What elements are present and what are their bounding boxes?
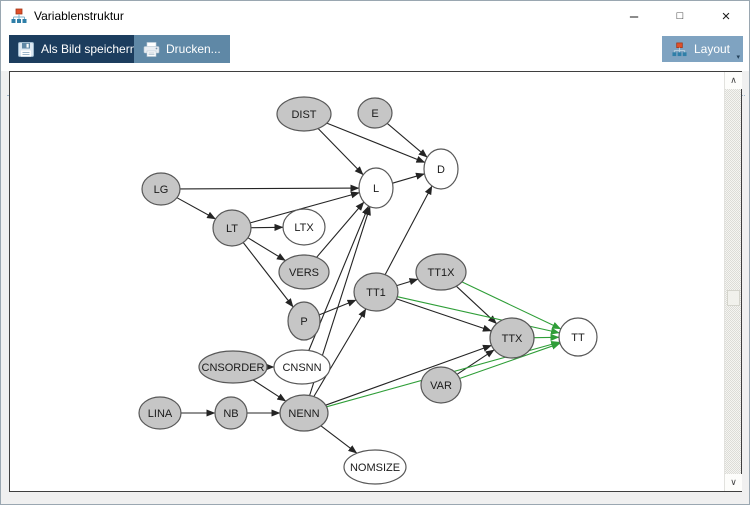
printer-icon [143, 41, 160, 57]
graph-node-TT1[interactable] [353, 272, 399, 312]
layout-hierarchy-icon [672, 42, 687, 56]
graph-node-label-E: E [371, 108, 378, 120]
graph-node-label-NENN: NENN [288, 408, 319, 420]
graph-edge-TT1-TTX [396, 298, 492, 332]
graph-edge-TT1-TT [397, 296, 560, 335]
graph-edge-NENN-TTX [325, 344, 492, 406]
minimize-button[interactable]: – [611, 1, 657, 31]
graph-node-LTX[interactable] [282, 208, 326, 246]
graph-edge-CNSORDER-NENN [252, 379, 287, 402]
layout-button[interactable]: Layout ▾ [661, 36, 743, 62]
graph-edge-LT-P [242, 242, 294, 308]
scroll-down-button[interactable]: ∨ [725, 474, 742, 491]
close-icon: × [721, 7, 731, 25]
graph-edge-LT-L [250, 191, 360, 224]
graph-node-label-LT: LT [226, 223, 238, 235]
graph-node-D[interactable] [423, 148, 459, 190]
graph-node-label-P: P [300, 316, 307, 328]
toolbar: Als Bild speichern... Drucken... Layout [1, 31, 749, 96]
maximize-icon: □ [676, 10, 684, 22]
graph-node-L[interactable] [358, 167, 394, 209]
graph-node-label-L: L [373, 183, 379, 195]
window-title: Variablenstruktur [34, 9, 124, 23]
print-button[interactable]: Drucken... [134, 35, 230, 63]
graph-edge-LT-VERS [247, 237, 286, 262]
graph-canvas[interactable]: DIST E D LG L LT LTX VERS TT1 TT1X P TTX TT CNSORDER C… [10, 72, 724, 491]
graph-node-LINA[interactable] [138, 396, 182, 430]
graph-node-label-NOMSIZE: NOMSIZE [350, 462, 400, 474]
print-label: Drucken... [166, 42, 221, 56]
scrollbar-thumb[interactable] [727, 289, 740, 306]
graph-node-label-TT1: TT1 [366, 287, 386, 299]
graph-edge-LG-L [179, 184, 360, 192]
graph-node-LT[interactable] [212, 209, 252, 247]
graph-edge-L-D [392, 172, 425, 184]
graph-node-TT[interactable] [558, 317, 598, 357]
graph-node-label-NB: NB [223, 408, 238, 420]
graph-edge-VERS-L [316, 201, 365, 258]
graph-panel: DIST E D LG L LT LTX VERS TT1 TT1X P TTX TT CNSORDER C… [9, 71, 742, 492]
graph-node-label-TT1X: TT1X [428, 267, 456, 279]
graph-node-E[interactable] [357, 97, 393, 129]
graph-node-label-CNSNN: CNSNN [282, 362, 321, 374]
graph-node-label-DIST: DIST [291, 109, 316, 121]
graph-node-NOMSIZE[interactable] [343, 449, 407, 485]
graph-node-CNSNN[interactable] [273, 349, 331, 385]
graph-edge-TT1-TT1X [396, 278, 419, 287]
graph-node-CNSORDER[interactable] [198, 350, 268, 384]
graph-edge-E-D [386, 122, 428, 158]
graph-node-label-VERS: VERS [289, 267, 319, 279]
graph-node-NENN[interactable] [279, 394, 329, 432]
graph-node-LG[interactable] [141, 172, 181, 206]
graph-node-label-LTX: LTX [294, 222, 314, 234]
maximize-button[interactable]: □ [657, 1, 703, 31]
graph-node-label-VAR: VAR [430, 380, 452, 392]
close-button[interactable]: × [703, 1, 749, 31]
hierarchy-app-icon [11, 8, 27, 23]
floppy-disk-icon [18, 41, 34, 57]
graph-node-label-TT: TT [571, 332, 585, 344]
graph-node-VERS[interactable] [278, 254, 330, 290]
graph-node-label-LINA: LINA [148, 408, 173, 420]
save-as-image-label: Als Bild speichern... [41, 42, 147, 56]
save-as-image-button[interactable]: Als Bild speichern... [9, 35, 156, 63]
graph-node-label-TTX: TTX [502, 333, 523, 345]
graph-node-label-LG: LG [154, 184, 169, 196]
graph-edge-VAR-TT [459, 342, 561, 380]
chevron-down-icon: ∨ [730, 477, 737, 487]
title-bar: Variablenstruktur – □ × [1, 1, 749, 31]
graph-edge-VAR-TTX [456, 349, 495, 375]
scroll-up-button[interactable]: ∧ [725, 72, 742, 89]
graph-edge-TT1-D [384, 185, 433, 275]
graph-edge-DIST-D [326, 122, 426, 164]
graph-edge-DIST-L [317, 128, 364, 176]
graph-edge-NENN-TT1 [313, 308, 367, 397]
minimize-icon: – [629, 7, 639, 25]
graph-node-P[interactable] [287, 301, 321, 341]
graph-node-DIST[interactable] [276, 96, 332, 132]
graph-node-TTX[interactable] [489, 317, 535, 359]
graph-edge-LG-LT [176, 197, 216, 220]
vertical-scrollbar[interactable]: ∧ ∨ [724, 72, 742, 491]
chevron-up-icon: ∧ [730, 75, 737, 85]
graph-node-label-CNSORDER: CNSORDER [202, 362, 265, 374]
layout-label: Layout [693, 42, 730, 56]
graph-node-VAR[interactable] [420, 366, 462, 404]
graph-node-NB[interactable] [214, 396, 248, 430]
graph-node-label-D: D [437, 164, 445, 176]
graph-node-TT1X[interactable] [415, 253, 467, 291]
graph-edge-TT1X-TT [461, 281, 562, 330]
layout-dropdown-icon: ▾ [736, 54, 740, 61]
graph-edge-NENN-NOMSIZE [320, 425, 358, 454]
